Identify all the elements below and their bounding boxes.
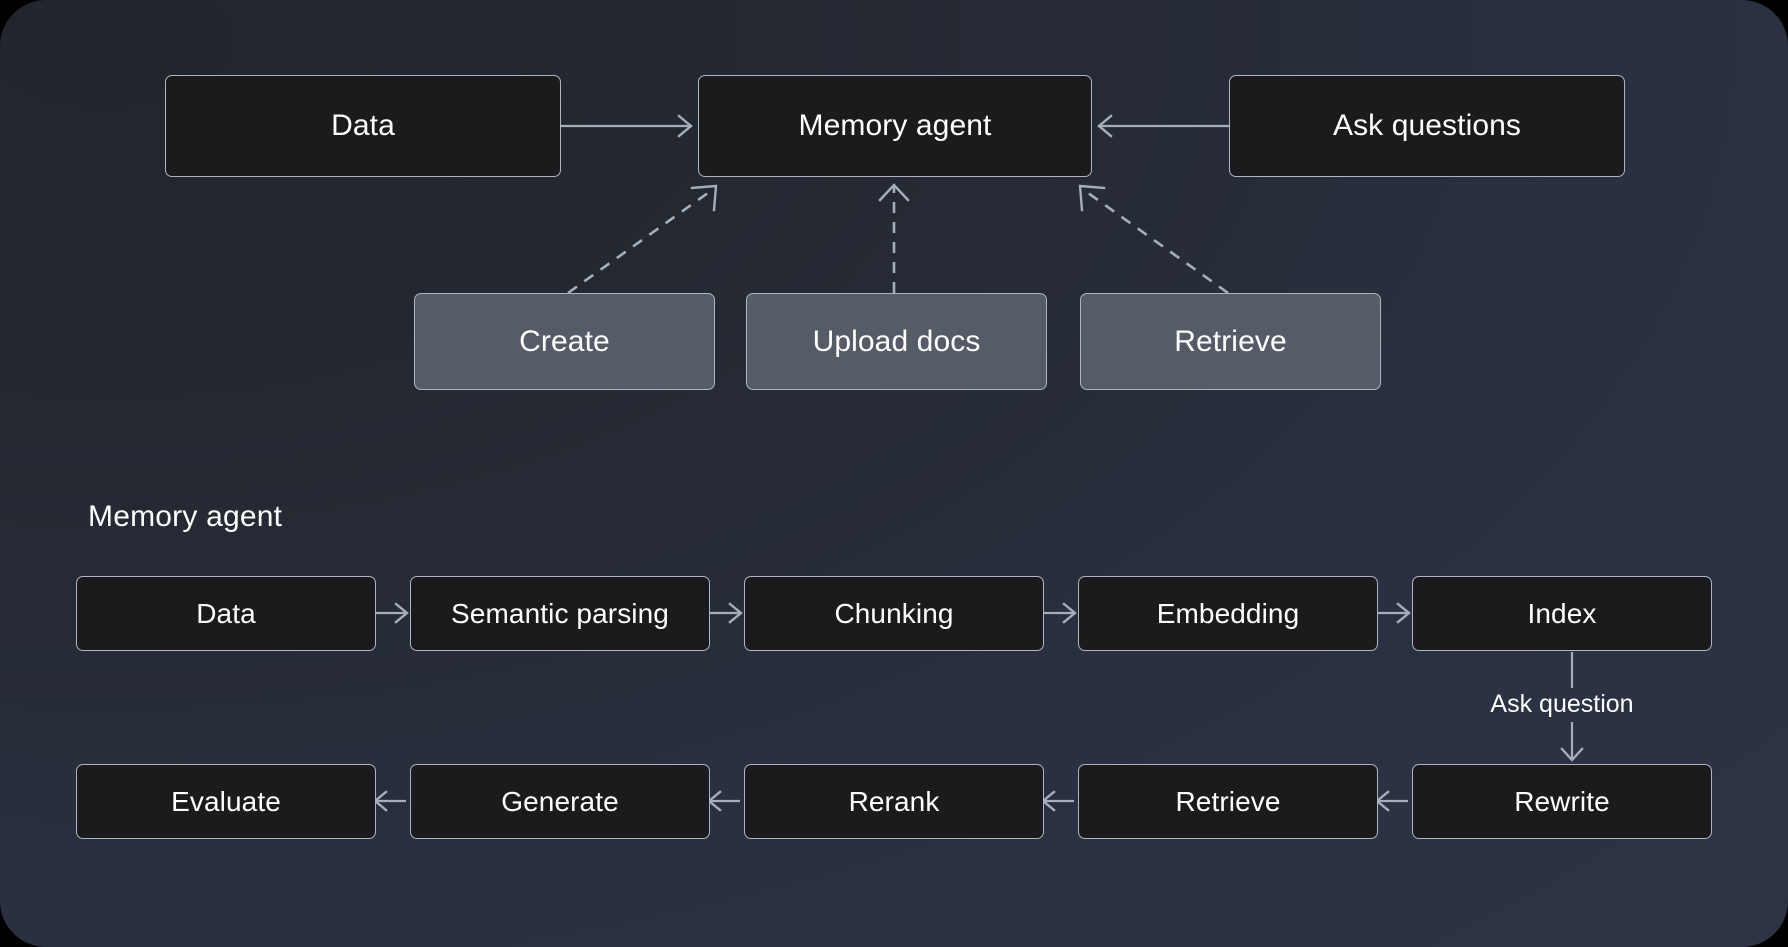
node-upload-docs[interactable]: Upload docs <box>746 293 1047 390</box>
node-pipeline-retrieve[interactable]: Retrieve <box>1078 764 1378 839</box>
node-pipeline-chunking[interactable]: Chunking <box>744 576 1044 651</box>
edge-chunking-to-embedding <box>1044 602 1077 624</box>
node-retrieve-overview[interactable]: Retrieve <box>1080 293 1381 390</box>
edge-rewrite-to-retrieve <box>1375 790 1408 812</box>
node-pipeline-rewrite[interactable]: Rewrite <box>1412 764 1712 839</box>
edge-retrieve-to-rerank <box>1041 790 1074 812</box>
node-pipeline-evaluate[interactable]: Evaluate <box>76 764 376 839</box>
edge-data-to-semantic-parsing <box>376 602 409 624</box>
edge-label-ask-question: Ask question <box>1490 690 1634 718</box>
edge-retrieve-to-memory-agent <box>1078 184 1229 295</box>
node-pipeline-index[interactable]: Index <box>1412 576 1712 651</box>
node-pipeline-embedding[interactable]: Embedding <box>1078 576 1378 651</box>
node-pipeline-data[interactable]: Data <box>76 576 376 651</box>
node-data-overview[interactable]: Data <box>165 75 561 177</box>
edge-upload-docs-to-memory-agent <box>878 183 910 293</box>
edge-embedding-to-index <box>1378 602 1411 624</box>
node-pipeline-generate[interactable]: Generate <box>410 764 710 839</box>
node-ask-questions[interactable]: Ask questions <box>1229 75 1625 177</box>
node-create[interactable]: Create <box>414 293 715 390</box>
node-pipeline-semantic-parsing[interactable]: Semantic parsing <box>410 576 710 651</box>
node-memory-agent-overview[interactable]: Memory agent <box>698 75 1092 177</box>
edge-ask-questions-to-memory-agent <box>1097 114 1229 138</box>
edge-create-to-memory-agent <box>567 184 718 295</box>
pipeline-section-title: Memory agent <box>88 500 283 533</box>
edge-semantic-parsing-to-chunking <box>710 602 743 624</box>
edge-data-to-memory-agent <box>561 114 693 138</box>
edge-rerank-to-generate <box>707 790 740 812</box>
node-pipeline-rerank[interactable]: Rerank <box>744 764 1044 839</box>
edge-generate-to-evaluate <box>373 790 406 812</box>
